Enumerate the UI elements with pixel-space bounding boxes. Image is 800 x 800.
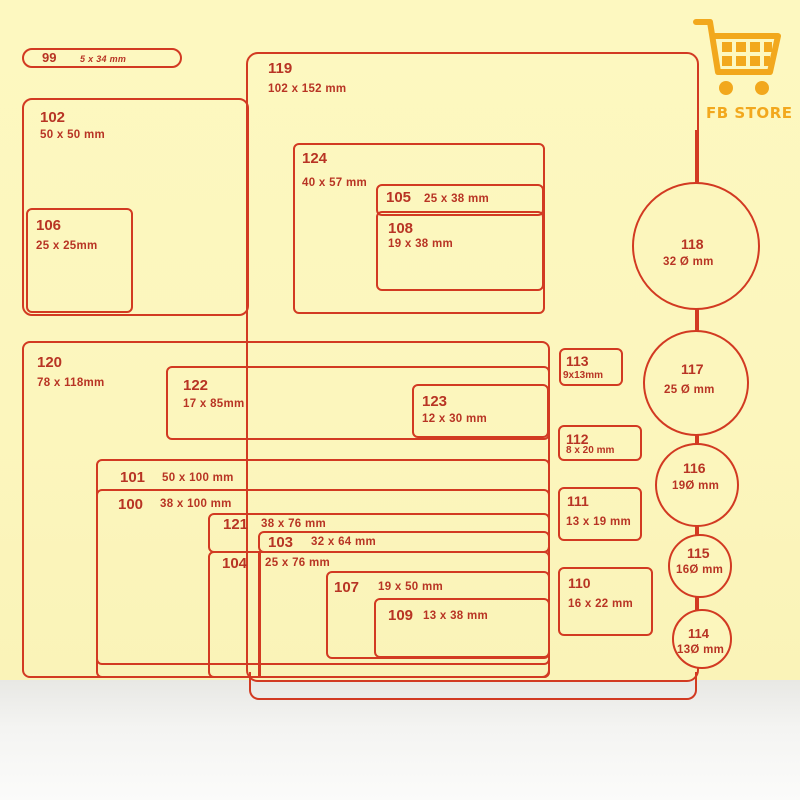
template-122-number: 122 bbox=[183, 377, 209, 394]
sheet-shadow bbox=[0, 680, 800, 800]
template-109 bbox=[374, 598, 550, 658]
template-102-number: 102 bbox=[40, 109, 66, 126]
template-104-size: 25 x 76 mm bbox=[265, 557, 331, 569]
template-112 bbox=[558, 425, 642, 461]
template-120-number: 120 bbox=[37, 354, 63, 371]
template-103-size: 32 x 64 mm bbox=[311, 536, 377, 548]
template-113-number: 113 bbox=[566, 353, 589, 369]
template-124-size: 40 x 57 mm bbox=[302, 177, 368, 189]
template-109-size: 13 x 38 mm bbox=[423, 610, 489, 622]
store-name: FB STORE bbox=[706, 104, 793, 122]
template-119-bottom bbox=[249, 672, 697, 700]
template-120-size: 78 x 118mm bbox=[37, 377, 105, 389]
divider-line bbox=[258, 553, 261, 678]
template-123-number: 123 bbox=[422, 393, 448, 410]
template-112-size: 8 x 20 mm bbox=[566, 445, 615, 456]
template-114-size: 13Ø mm bbox=[677, 644, 725, 656]
template-108-size: 19 x 38 mm bbox=[388, 238, 454, 250]
template-113-size: 9x13mm bbox=[563, 370, 604, 381]
template-115 bbox=[668, 534, 732, 598]
template-121-size: 38 x 76 mm bbox=[261, 518, 327, 530]
template-103 bbox=[258, 531, 550, 553]
template-108 bbox=[376, 211, 544, 291]
template-105-number: 105 bbox=[386, 189, 412, 206]
template-119-size: 102 x 152 mm bbox=[268, 83, 347, 95]
template-107-size: 19 x 50 mm bbox=[378, 581, 444, 593]
template-99-number: 99 bbox=[42, 50, 57, 65]
template-105-size: 25 x 38 mm bbox=[424, 193, 490, 205]
template-112-number: 112 bbox=[566, 431, 589, 447]
template-122 bbox=[166, 366, 550, 440]
template-114 bbox=[672, 609, 732, 669]
template-109-number: 109 bbox=[388, 607, 414, 624]
template-116 bbox=[655, 443, 739, 527]
template-99-size: 5 x 34 mm bbox=[80, 54, 127, 64]
template-115-number: 115 bbox=[687, 545, 710, 561]
template-116-size: 19Ø mm bbox=[672, 480, 720, 492]
template-124-number: 124 bbox=[302, 150, 328, 167]
template-121-number: 121 bbox=[223, 516, 249, 533]
template-110-number: 110 bbox=[568, 575, 591, 591]
template-99 bbox=[22, 48, 182, 68]
template-117-size: 25 Ø mm bbox=[664, 384, 715, 396]
template-118-size: 32 Ø mm bbox=[663, 256, 714, 268]
template-111 bbox=[558, 487, 642, 541]
template-110 bbox=[558, 567, 653, 636]
template-104-number: 104 bbox=[222, 555, 248, 572]
template-105 bbox=[376, 184, 544, 216]
template-101-size: 50 x 100 mm bbox=[162, 472, 234, 484]
template-106-number: 106 bbox=[36, 217, 62, 234]
template-110-size: 16 x 22 mm bbox=[568, 598, 634, 610]
template-111-number: 111 bbox=[567, 493, 589, 509]
template-119-number: 119 bbox=[268, 60, 293, 77]
template-100-number: 100 bbox=[118, 496, 144, 513]
template-123 bbox=[412, 384, 549, 438]
template-114-number: 114 bbox=[688, 626, 709, 641]
template-103-number: 103 bbox=[268, 534, 294, 551]
template-106-size: 25 x 25mm bbox=[36, 240, 98, 252]
template-124 bbox=[293, 143, 545, 314]
template-108-number: 108 bbox=[388, 220, 414, 237]
template-100-size: 38 x 100 mm bbox=[160, 498, 232, 510]
template-116-number: 116 bbox=[683, 460, 706, 476]
template-111-size: 13 x 19 mm bbox=[566, 516, 632, 528]
shopping-cart-icon bbox=[693, 19, 781, 95]
template-115-size: 16Ø mm bbox=[676, 564, 724, 576]
template-101-number: 101 bbox=[120, 469, 146, 486]
template-102-size: 50 x 50 mm bbox=[40, 129, 106, 141]
template-117 bbox=[643, 330, 749, 436]
template-122-size: 17 x 85mm bbox=[183, 398, 245, 410]
template-113 bbox=[559, 348, 623, 386]
template-106 bbox=[26, 208, 133, 313]
template-118-number: 118 bbox=[681, 236, 704, 252]
template-102 bbox=[22, 98, 249, 316]
template-118 bbox=[632, 182, 760, 310]
template-107-number: 107 bbox=[334, 579, 360, 596]
template-123-size: 12 x 30 mm bbox=[422, 413, 488, 425]
template-117-number: 117 bbox=[681, 361, 704, 377]
